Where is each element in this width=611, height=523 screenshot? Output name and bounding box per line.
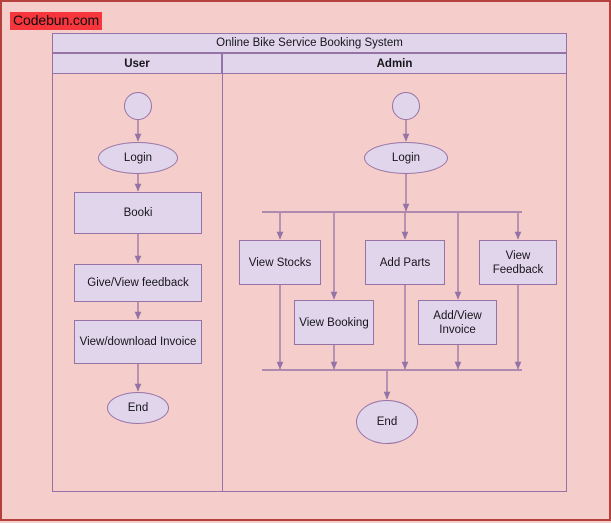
- node-user-booking[interactable]: Booki: [74, 192, 202, 234]
- node-admin-start[interactable]: [392, 92, 420, 120]
- node-user-end[interactable]: End: [107, 392, 169, 424]
- node-user-start[interactable]: [124, 92, 152, 120]
- node-user-feedback[interactable]: Give/View feedback: [74, 264, 202, 302]
- node-admin-view-feedback[interactable]: View Feedback: [479, 240, 557, 285]
- swimlane-header-admin: Admin: [222, 53, 567, 74]
- node-admin-view-booking[interactable]: View Booking: [294, 300, 374, 345]
- node-user-login[interactable]: Login: [98, 142, 178, 174]
- node-admin-end[interactable]: End: [356, 400, 418, 444]
- watermark-codebun: Codebun.com: [10, 12, 103, 30]
- swimlane-header-user: User: [52, 53, 222, 74]
- node-user-invoice[interactable]: View/download Invoice: [74, 320, 202, 364]
- node-admin-login[interactable]: Login: [364, 142, 448, 174]
- swimlane-divider: [222, 53, 223, 492]
- node-admin-view-stocks[interactable]: View Stocks: [239, 240, 321, 285]
- node-admin-add-parts[interactable]: Add Parts: [365, 240, 445, 285]
- diagram-title: Online Bike Service Booking System: [52, 33, 567, 53]
- node-admin-add-invoice[interactable]: Add/View Invoice: [418, 300, 497, 345]
